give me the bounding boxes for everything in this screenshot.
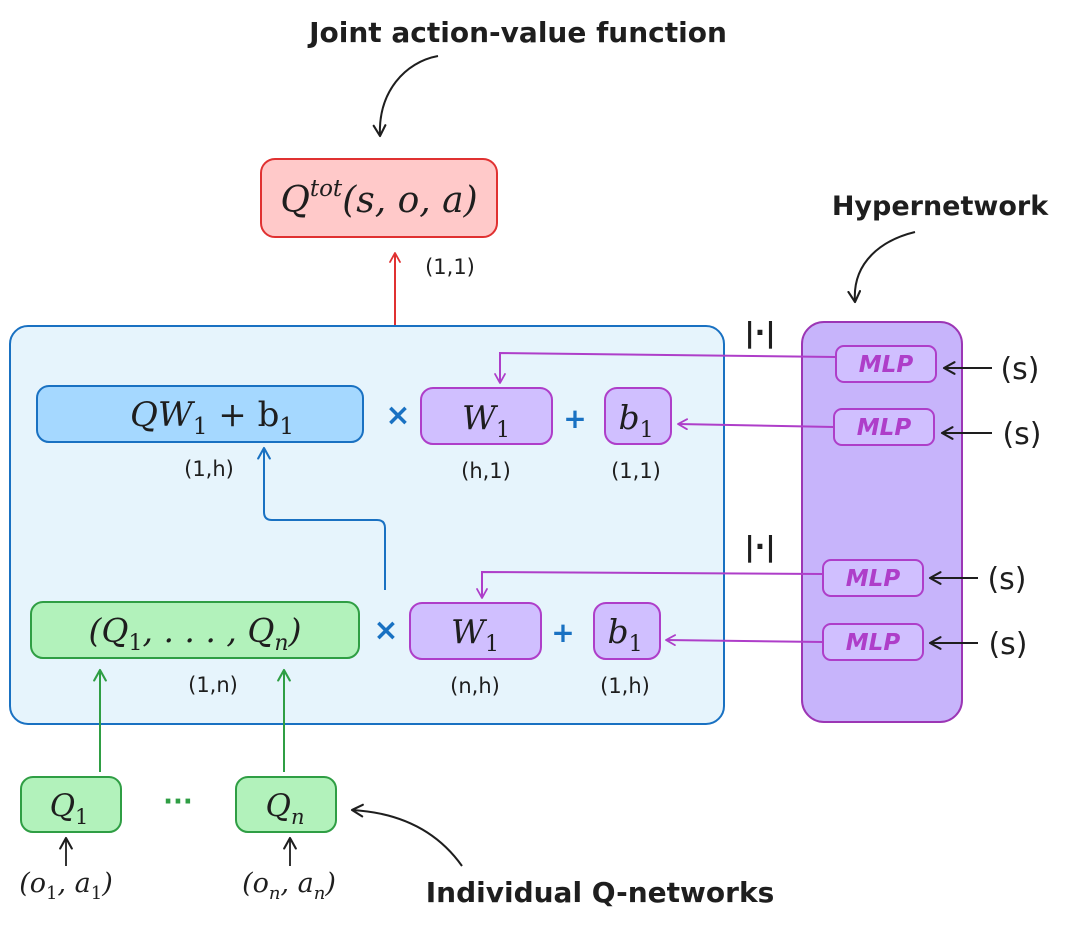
joint-annotation-arrow [372,55,439,138]
state-label-b1: (s) [988,627,1027,662]
mlp-box-b1 [822,623,924,661]
individual-annotation-arrow [350,803,463,867]
hyper-arrow-b1 [665,634,824,647]
layer1-input-box [30,601,360,659]
state-label-b2: (s) [1002,417,1041,452]
state-label-w2: (s) [1000,352,1039,387]
layer1-weight-box [409,602,542,660]
mlp-box-w2 [835,345,937,383]
hypernetwork-annotation-arrow [847,231,916,304]
qtot-shape: (1,1) [425,255,475,279]
joint-annotation: Joint action-value function [307,16,727,49]
abs-label-w2: |·| [744,316,775,349]
mlp-box-b2 [833,408,935,446]
abs-label-w1: |·| [744,530,775,563]
layer2-bias-box [604,387,672,445]
individual-annotation: Individual Q-networks [426,876,775,909]
hyper-arrow-b2 [677,418,835,431]
qtot-box [260,158,498,238]
layer2-weight-box [420,387,553,445]
mlp-box-w1 [822,559,924,597]
state-label-w1: (s) [987,562,1026,597]
layer1-bias-box [593,602,661,660]
hypernetwork-annotation: Hypernetwork [832,191,1049,222]
obs1-label: (o1, a1) [19,868,113,904]
agents-ellipsis: ··· [163,787,193,817]
obsn-label: (on, an) [242,868,336,904]
agent1-q-box [20,776,122,833]
hyper-arrow-w2 [494,351,837,384]
layer1-to-layer2-arrow [257,446,386,590]
hyper-arrow-w1 [476,570,824,599]
layer2-result-box [36,385,364,443]
agentn-q-box [235,776,337,833]
